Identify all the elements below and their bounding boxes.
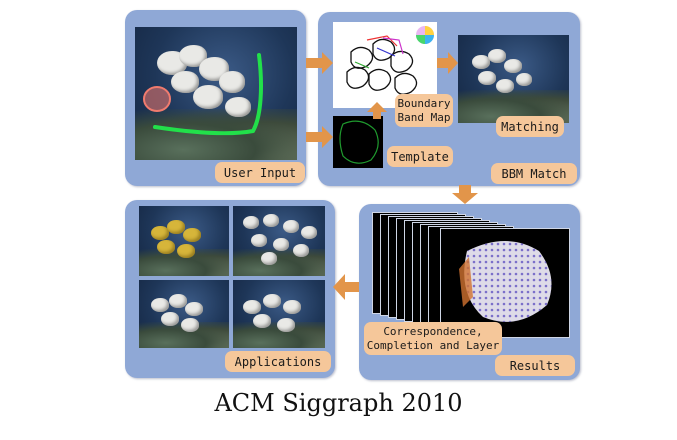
boundary-band-map-image [333,22,437,108]
results-label: Results [495,355,575,376]
application-image-1 [139,206,229,276]
application-image-3 [139,280,229,348]
applications-label: Applications [225,351,331,372]
user-stroke-overlay [143,53,263,136]
arrow-to-template [306,126,333,148]
correspondence-label: Correspondence, Completion and Layer [364,322,502,355]
results-fish-frame [440,228,570,338]
arrow-to-applications [333,274,359,300]
application-image-2 [233,206,325,276]
bbm-match-label: BBM Match [491,163,577,184]
arrow-to-results [452,185,478,204]
arrow-to-matching [437,52,458,74]
boundary-band-map-label: Boundary Band Map [395,94,453,127]
user-input-label: User Input [215,162,305,183]
user-input-photo [135,27,297,160]
arrow-to-boundary-map [306,52,333,74]
matching-image [458,35,569,123]
application-image-4 [233,280,325,348]
template-label: Template [387,146,453,167]
matching-label: Matching [496,116,564,137]
arrow-template-up [367,102,387,119]
caption: ACM Siggraph 2010 [214,389,463,417]
template-image [333,116,383,168]
